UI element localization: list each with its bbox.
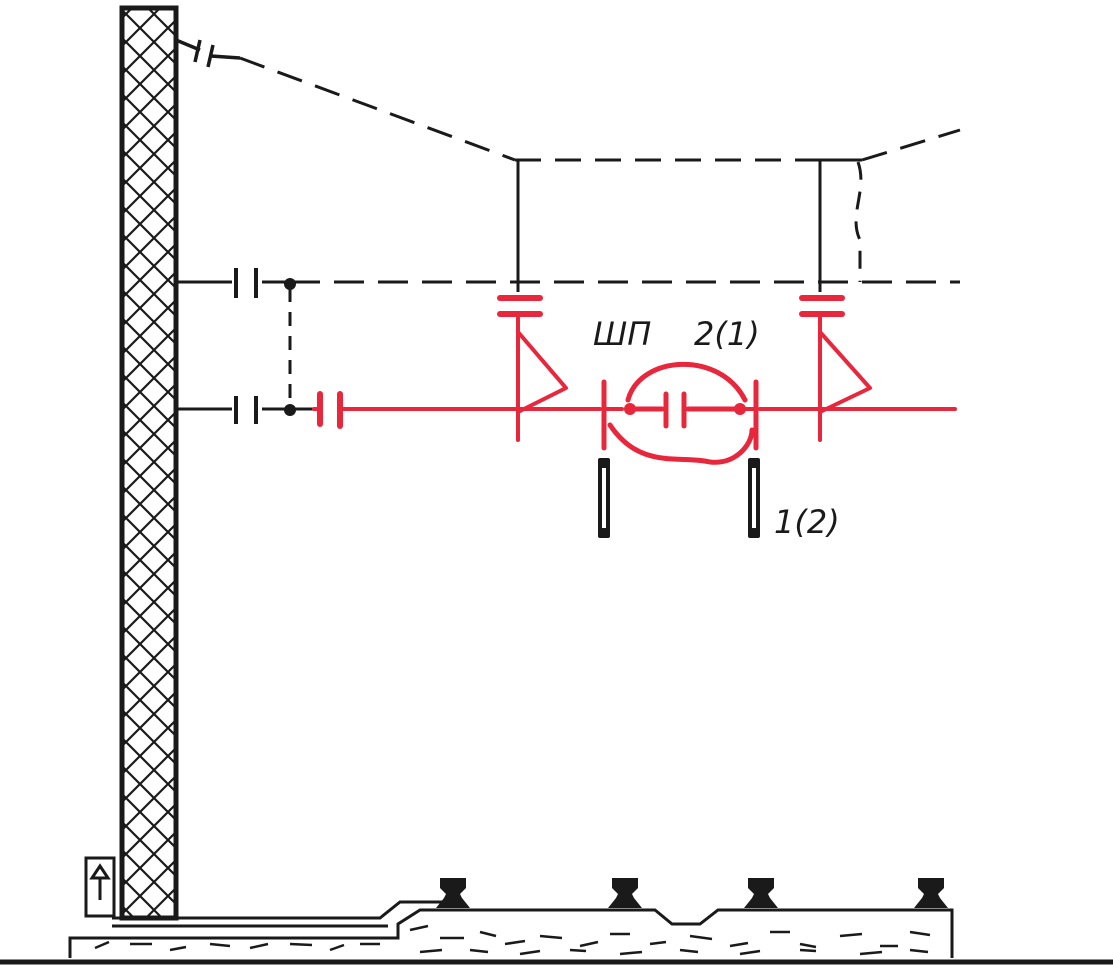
- position-right-label: 1(2): [774, 503, 840, 541]
- track-base: [0, 900, 1113, 965]
- section-insulator-label: ШП: [593, 315, 652, 353]
- section-drop-bars: [598, 458, 760, 538]
- ballast-texture: [94, 924, 931, 956]
- droppers: [516, 158, 862, 292]
- rails: [436, 878, 948, 908]
- upper-insulator-icon: [234, 268, 258, 298]
- messenger-loop: [854, 161, 863, 282]
- upper-joint-node: [284, 278, 296, 290]
- live-section: [312, 295, 957, 465]
- messenger-insulator-icon: [175, 38, 241, 68]
- position-left-label: 2(1): [694, 315, 760, 353]
- lattice-mast: [119, 5, 179, 921]
- lower-insulator-icon: [234, 396, 258, 424]
- grounding-device-icon: [84, 856, 116, 918]
- lower-joint-node: [284, 404, 296, 416]
- messenger-wire: [239, 56, 961, 162]
